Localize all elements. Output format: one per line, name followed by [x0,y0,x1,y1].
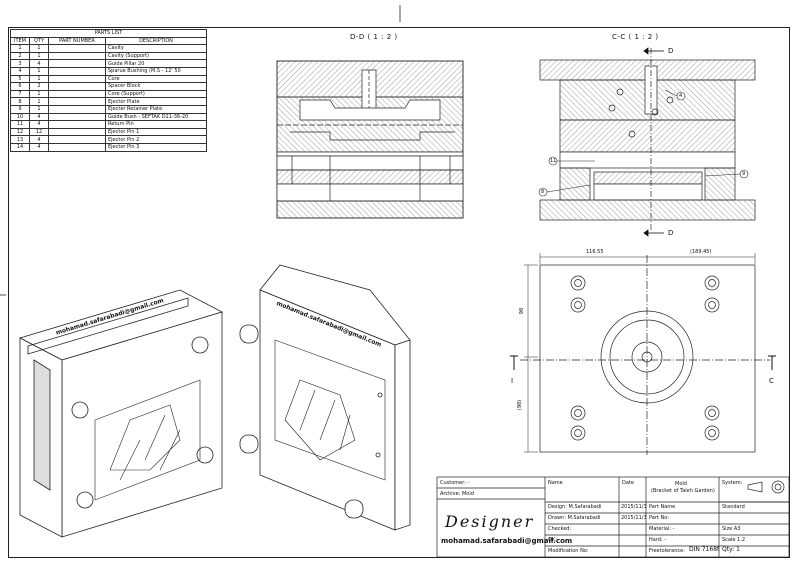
balloon-label: 4 [679,93,683,99]
cut-label-left: I [511,377,514,385]
ok-field: OK: [548,537,557,543]
qty-field: Qty: 1 [722,546,740,553]
cut-label-right: C [769,377,775,385]
cut-label-top: D [668,47,674,55]
section-cc-title: C-C ( 1 : 2 ) [612,33,659,41]
section-dd-view [276,60,464,219]
archive-field: Archive: Mold [440,491,474,497]
material-field: Material: - [649,526,675,532]
modification-field: Modification No: [548,548,589,554]
cut-label-bottom: D [668,229,674,237]
name-label: Name [548,480,563,486]
design-date: 2015/11/3 [621,504,647,510]
date-label: Date [622,480,634,486]
cut-line-markers [643,47,664,237]
drawing-frame [8,27,790,558]
title-block: Customer: - Archive: Mold Designer moham… [437,477,789,557]
dimension-side-bottom: (98) [517,399,524,411]
plan-cut-markers [510,355,776,370]
part-description: Ejector Pin 3 [105,142,207,152]
customer-field: Customer: - [440,480,470,486]
designer-logo: Designer [445,512,535,531]
dimension-right: (189.45) [690,249,712,255]
system-label: System: [722,480,743,486]
drawn-date: 2015/11/3 [621,515,647,521]
dimension-left: 116.55 [586,249,604,255]
part-name-field: Part Name [649,504,676,510]
plan-view [520,253,770,455]
size-field: Size A3 [722,526,741,532]
balloon-label: 11 [550,158,557,164]
scale-field: Scale 1:2 [722,537,746,543]
balloons [538,89,749,197]
isometric-view-right [239,264,411,531]
isometric-view-left [18,289,224,538]
balloon-label: 9 [742,171,746,177]
dimension-side-top: 98 [519,307,526,315]
hard-field: Hard: - [649,537,667,543]
freetolerance-value: DIN 7168f [689,546,720,553]
freetolerance-label: Freetolerance: [649,548,685,554]
project-subtitle: (Bracket of Taleh Garden) [651,488,715,494]
section-dd-title: D-D ( 1 : 2 ) [350,33,398,41]
designer-email: mohamad.safarabadi@gmail.com [441,537,573,545]
checked-field: Checked: [548,526,572,532]
parts-list-table: PARTS LIST ITEM QTY PART NUMBER DESCRIPT… [10,29,207,152]
balloon-label: 8 [541,189,545,195]
drawn-field: Drawn: M.Safarabadi [548,515,601,521]
section-cc-view [539,48,756,232]
design-field: Design: M.Safarabadi [548,504,602,510]
title-block-grid [436,476,790,558]
standard-field: Standard [722,504,745,510]
project-title: Mold [675,481,687,487]
part-no-field: Part No: [649,515,669,521]
